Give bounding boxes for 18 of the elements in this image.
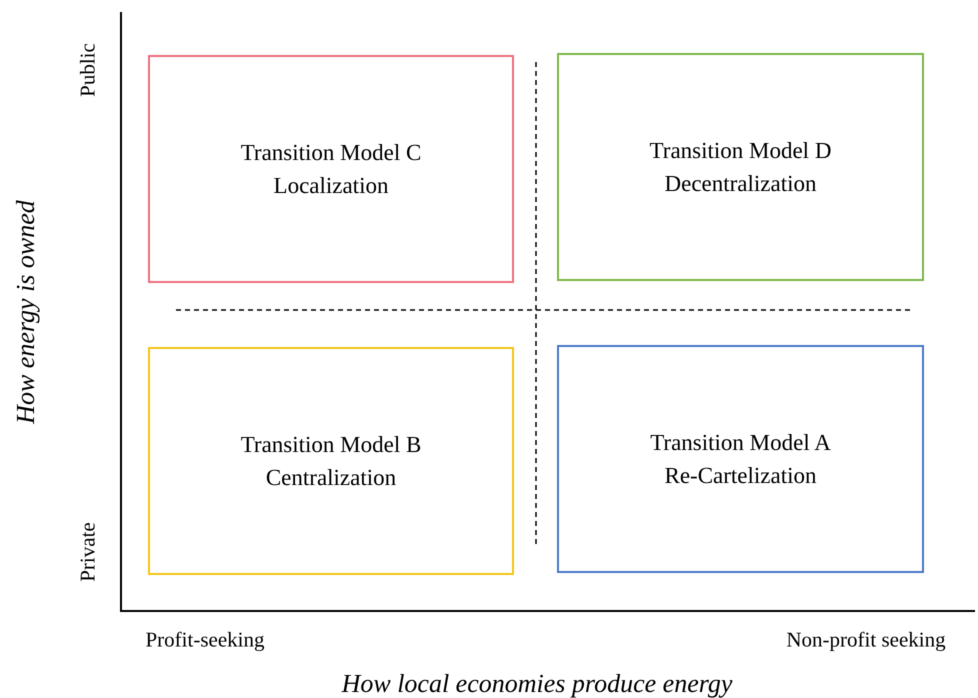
quadrant-box	[557, 345, 924, 573]
quadrant-title: Transition Model A	[650, 429, 831, 457]
quadrant-subtitle: Decentralization	[664, 170, 816, 198]
quadrant-title: Transition Model B	[240, 431, 422, 459]
quadrant-box	[557, 53, 924, 281]
quadrant-title: Transition Model C	[240, 139, 422, 167]
axis-tick-label: Profit-seeking	[146, 628, 264, 652]
axis-title: How local economies produce energy	[342, 669, 732, 698]
quadrant-subtitle: Centralization	[266, 464, 396, 492]
quadrant-subtitle: Re-Cartelization	[664, 462, 816, 490]
axis-title: How energy is owned	[11, 200, 41, 424]
axis-tick-label: Non-profit seeking	[786, 628, 946, 652]
quadrant-title: Transition Model D	[650, 137, 832, 165]
axis-tick-label: Public	[76, 43, 100, 97]
quadrant-box	[148, 347, 514, 575]
quadrant-box	[148, 55, 514, 283]
axis-tick-label: Private	[76, 522, 100, 582]
quadrant-subtitle: Localization	[274, 172, 388, 200]
